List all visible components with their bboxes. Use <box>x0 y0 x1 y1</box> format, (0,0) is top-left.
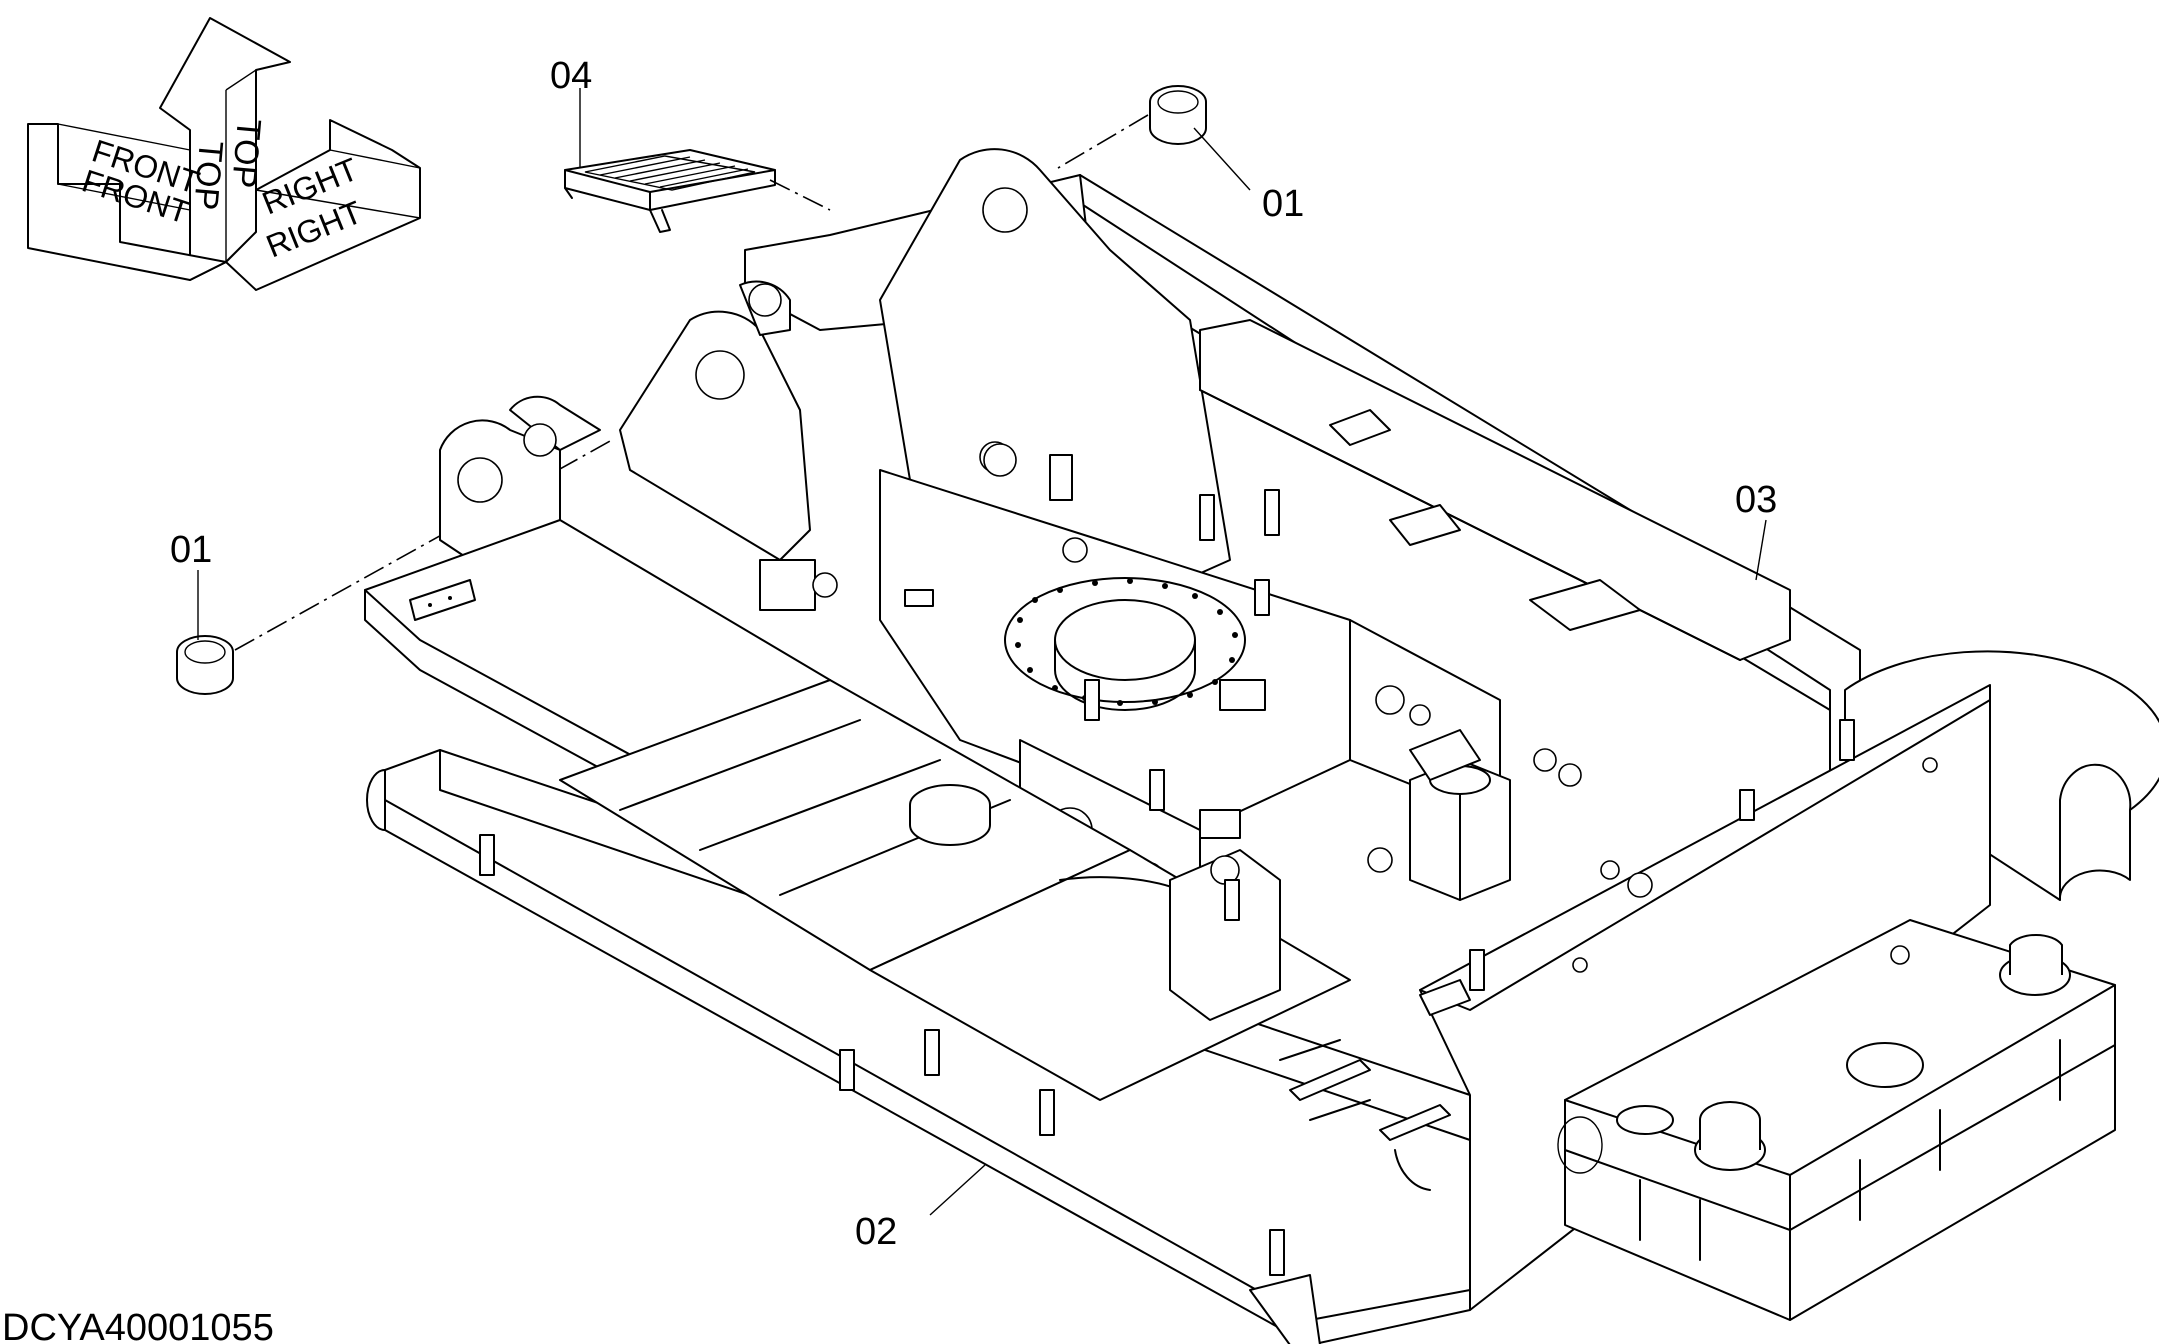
center-line-left <box>234 439 613 651</box>
part-step <box>564 149 776 233</box>
orientation-label-top: TOP <box>186 139 230 211</box>
part-bushing-top <box>1149 85 1207 145</box>
center-line-top <box>1057 114 1149 169</box>
callout-04: 04 <box>550 55 592 97</box>
callout-01-left: 01 <box>170 529 212 571</box>
orientation-icon: TOP TOP FRONT FRONT RIGHT RIGHT <box>27 17 421 291</box>
step-leader-line <box>769 179 831 211</box>
callout-03: 03 <box>1735 479 1777 521</box>
drawing-number: DCYA40001055 <box>2 1307 274 1344</box>
callout-02: 02 <box>855 1211 897 1253</box>
orientation-label-top-shadow: TOP <box>224 117 268 189</box>
upper-frame-assembly <box>364 148 2159 1344</box>
leader-lines <box>197 88 1767 1216</box>
callout-01-top: 01 <box>1262 183 1304 225</box>
part-bushing-left <box>176 635 234 695</box>
